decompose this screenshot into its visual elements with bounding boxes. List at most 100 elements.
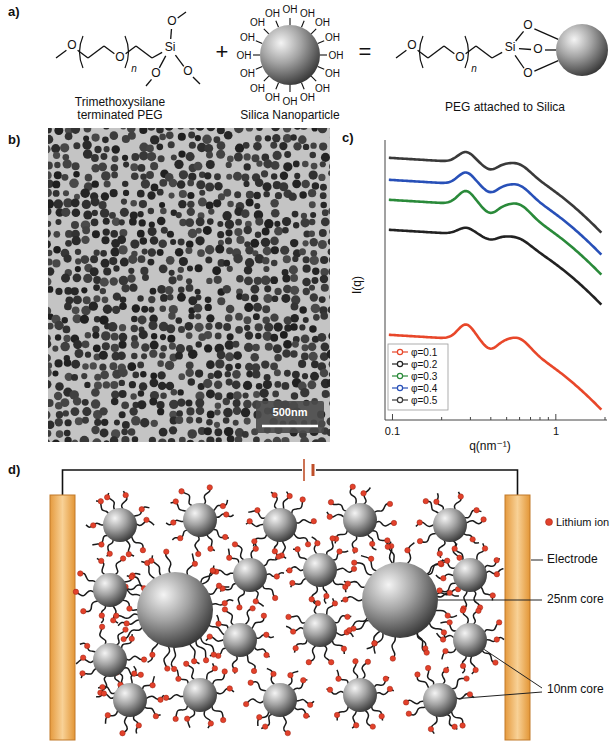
atom-label: n (131, 63, 137, 74)
tem-image (227, 266, 233, 272)
plot-axis (519, 417, 520, 420)
tem-image (264, 323, 273, 332)
lithium-ion (210, 568, 215, 573)
tem-image (178, 373, 185, 380)
tem-image (204, 144, 213, 153)
tem-image (139, 382, 148, 391)
tem-image (48, 439, 50, 442)
tem-image (223, 189, 231, 197)
electrode (505, 495, 530, 740)
tem-image (129, 218, 137, 226)
chemical-bond (80, 36, 84, 68)
tem-image (246, 198, 254, 206)
tem-image (283, 340, 292, 349)
tem-image (81, 255, 90, 264)
tem-image (204, 331, 212, 339)
lithium-ion (327, 687, 332, 692)
lithium-ion (220, 717, 225, 722)
tem-image (55, 334, 61, 340)
tem-image (56, 430, 64, 438)
peg-chain (447, 714, 457, 729)
tem-image (195, 236, 204, 245)
tem-image (94, 419, 101, 426)
tem-image (118, 341, 126, 349)
tem-image (160, 294, 168, 302)
lithium-ion (132, 671, 137, 676)
lithium-ion (272, 492, 277, 497)
legend-label: φ=0.1 (411, 347, 437, 358)
silica-core (93, 643, 127, 677)
tem-image (98, 162, 107, 171)
tem-image (73, 340, 82, 349)
lithium-ion (173, 716, 178, 721)
lithium-ion (353, 723, 358, 728)
tem-image (328, 306, 330, 313)
tem-image (194, 323, 203, 332)
chemical-bond (534, 61, 558, 72)
tem-image (169, 179, 177, 187)
tem-image (215, 403, 221, 409)
tem-image (101, 331, 111, 341)
tem-image (298, 360, 306, 368)
lithium-ion (387, 686, 392, 691)
tem-image (53, 190, 60, 197)
tem-image (253, 391, 260, 398)
peg-chain (212, 600, 234, 605)
lithium-ion (300, 497, 305, 502)
saxs-curve (389, 173, 602, 255)
tem-image (272, 134, 280, 142)
lithium-ion (417, 538, 422, 543)
tem-image (311, 163, 318, 170)
silica-core (453, 558, 487, 592)
tem-image (301, 335, 310, 344)
lithium-ion (237, 605, 242, 610)
tem-image (216, 150, 225, 159)
tem-image (138, 255, 146, 263)
lithium-ion (417, 520, 422, 525)
tem-image (73, 397, 81, 405)
peg-chain (367, 631, 380, 649)
lithium-ion (220, 503, 225, 508)
tem-image (308, 189, 316, 197)
atom-label: O (115, 51, 124, 64)
tem-image (166, 382, 175, 391)
tem-image (235, 313, 243, 321)
tem-image (71, 360, 80, 369)
tem-image (137, 295, 143, 301)
tem-image (169, 400, 178, 409)
tem-image (158, 382, 166, 390)
tem-image (110, 230, 118, 238)
tem-image (157, 371, 165, 379)
tem-image (157, 249, 164, 256)
tem-image (109, 257, 117, 265)
tem-image (317, 437, 326, 442)
tem-image (293, 142, 301, 150)
tem-image (100, 153, 107, 160)
lithium-ion (315, 600, 320, 605)
chemical-bond (515, 55, 524, 68)
peg-chain (144, 707, 160, 715)
tem-image (122, 421, 130, 429)
tem-image (234, 191, 241, 198)
tem-image (175, 248, 184, 257)
peg-chain (106, 710, 118, 724)
tem-image (83, 274, 92, 283)
tem-image (65, 240, 72, 247)
lithium-ion (437, 588, 442, 593)
tem-image (75, 249, 81, 255)
battery-symbol (303, 459, 305, 481)
lithium-ion (293, 645, 298, 650)
tem-image (48, 199, 54, 208)
chemical-bond (104, 46, 114, 54)
tem-image (274, 354, 282, 362)
tem-image (147, 128, 155, 131)
tem-image (233, 399, 241, 407)
tem-image (156, 143, 163, 150)
panel-letter: d) (8, 463, 20, 477)
peg-chain (207, 534, 215, 550)
tem-image (313, 314, 320, 321)
tem-image (141, 343, 149, 351)
lithium-ion (286, 614, 291, 619)
tem-image (318, 174, 325, 181)
peg-chain (142, 676, 154, 690)
